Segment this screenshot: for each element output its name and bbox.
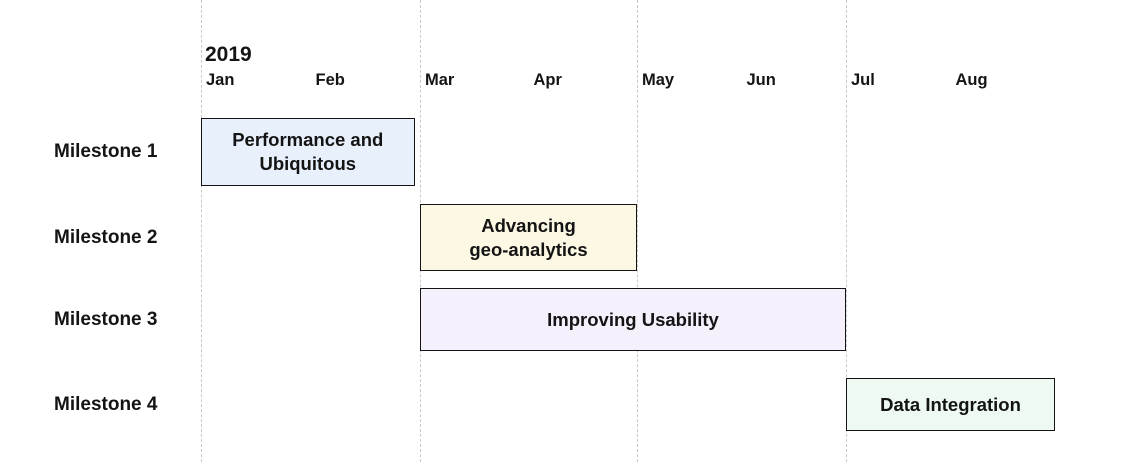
- row-label-milestone-1: Milestone 1: [54, 141, 158, 162]
- task-bar-milestone-3: Improving Usability: [420, 288, 846, 351]
- month-label-may: May: [642, 71, 675, 89]
- row-label-milestone-2: Milestone 2: [54, 226, 158, 248]
- month-label-feb: Feb: [315, 71, 345, 89]
- task-bar-label-line: Advancing: [481, 214, 576, 236]
- task-bar-label-line: Performance and: [232, 129, 384, 150]
- task-bar-label-line: Data Integration: [880, 393, 1021, 415]
- month-label-mar: Mar: [425, 71, 455, 89]
- task-bar-label-line: geo-analytics: [469, 238, 588, 260]
- gridline-jan: [201, 0, 202, 462]
- year-label: 2019: [205, 43, 252, 66]
- month-label-jul: Jul: [851, 71, 875, 89]
- gridline-jul: [846, 0, 847, 462]
- task-bar-label-line: Ubiquitous: [259, 153, 357, 174]
- row-label-milestone-4: Milestone 4: [54, 393, 158, 415]
- row-label-milestone-3: Milestone 3: [54, 308, 158, 330]
- month-label-aug: Aug: [955, 71, 988, 89]
- month-label-apr: Apr: [533, 71, 562, 89]
- month-label-jan: Jan: [206, 71, 235, 89]
- month-label-jun: Jun: [746, 71, 776, 89]
- gridline-may: [637, 0, 638, 462]
- task-bar-milestone-4: Data Integration: [846, 378, 1055, 431]
- task-bar-label-line: Improving Usability: [547, 308, 719, 330]
